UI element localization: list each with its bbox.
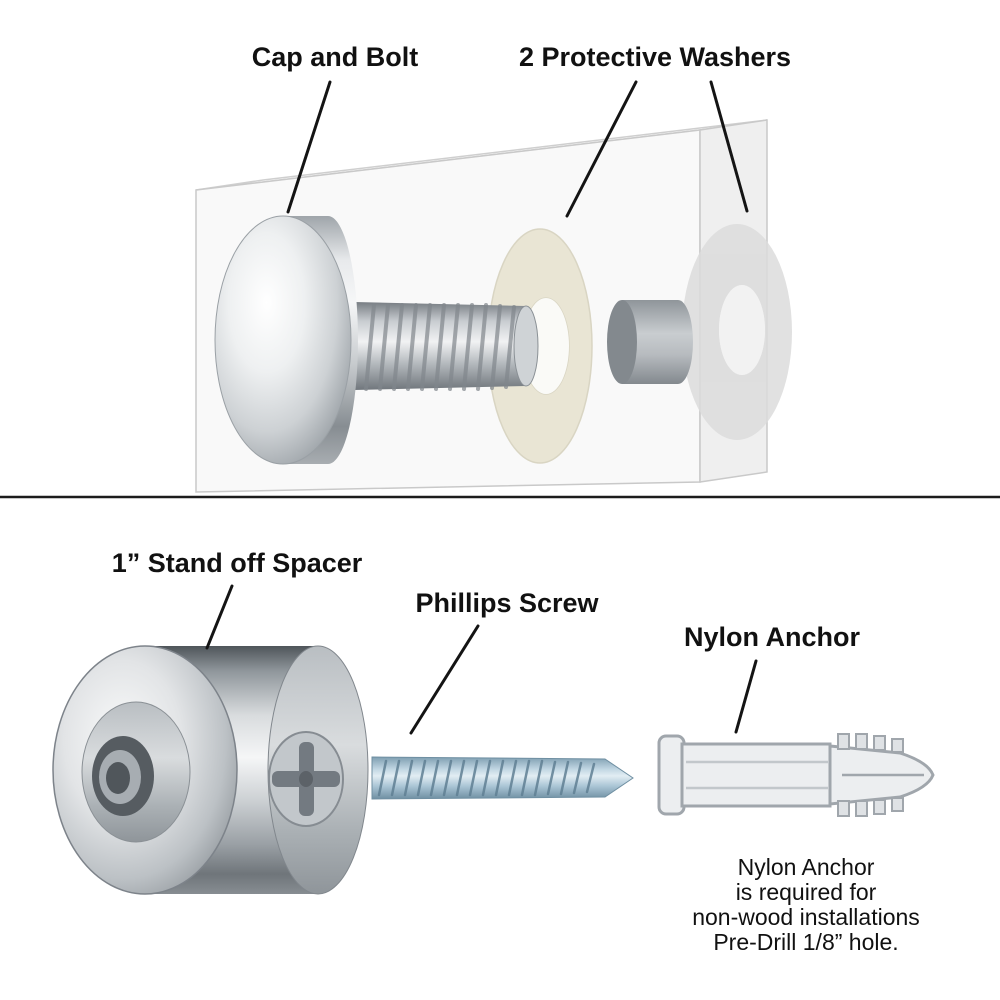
phillips-screw (371, 756, 634, 800)
note-line-4: Pre-Drill 1/8” hole. (713, 929, 898, 955)
note-line-3: non-wood installations (692, 904, 920, 930)
washer-left-leader-line (565, 80, 638, 218)
note-line-1: Nylon Anchor (738, 854, 875, 880)
anchor-fins (837, 733, 904, 817)
bottom-section: 1” Stand off Spacer Phillips Screw Nylon… (52, 548, 935, 955)
phillips-screw-head (268, 731, 344, 827)
standoff-spacer-leader-line (205, 584, 234, 650)
bolt-threads (354, 302, 539, 391)
spacer-front-face (52, 645, 238, 895)
cap-and-bolt-label: Cap and Bolt (252, 42, 419, 72)
protective-washers-label: 2 Protective Washers (519, 42, 791, 72)
nylon-anchor-leader-line (734, 659, 758, 734)
chrome-cap (214, 215, 358, 465)
standoff-barrel (607, 300, 693, 384)
phillips-screw-label: Phillips Screw (415, 588, 599, 618)
nylon-anchor-label: Nylon Anchor (684, 622, 860, 652)
nylon-anchor (657, 733, 935, 817)
standoff-spacer-label: 1” Stand off Spacer (112, 548, 363, 578)
protective-washer-right (682, 224, 792, 440)
note-line-2: is required for (736, 879, 877, 905)
cap-and-bolt-leader-line (286, 80, 332, 214)
standoff-spacer (52, 645, 369, 895)
washer-right-leader-line (709, 80, 749, 213)
nylon-anchor-note: Nylon Anchor is required for non-wood in… (692, 854, 920, 955)
phillips-screw-leader-line (409, 624, 480, 735)
top-section: Cap and Bolt 2 Protective Washers (195, 42, 792, 493)
